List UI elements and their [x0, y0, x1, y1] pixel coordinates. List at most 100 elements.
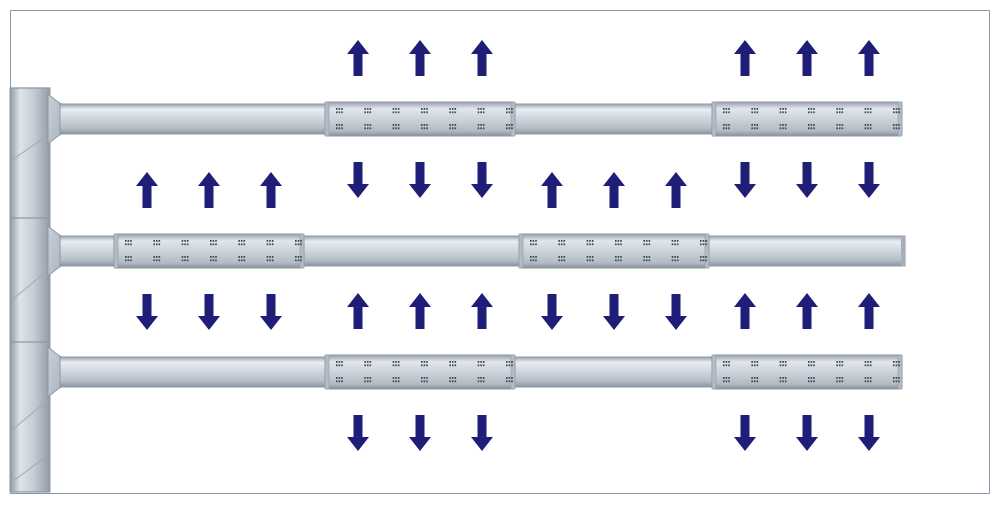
perforation-hole — [779, 127, 782, 130]
perforation-hole — [449, 361, 451, 363]
arrow-up-icon — [858, 293, 880, 329]
perforation-hole — [421, 380, 423, 383]
perforation-hole — [366, 377, 369, 379]
arrow-down-icon — [471, 162, 493, 198]
perforation-hole — [397, 361, 400, 363]
perforation-hole — [782, 377, 784, 379]
perforation-hole — [836, 364, 838, 367]
perforation-hole — [838, 111, 841, 114]
perforation-hole — [756, 361, 759, 363]
perforation-hole — [869, 380, 872, 383]
perforation-hole — [895, 124, 898, 126]
perforation-hole — [243, 243, 246, 246]
perforation-hole — [271, 256, 274, 258]
perforation-hole — [451, 361, 454, 363]
perforation-hole — [723, 108, 725, 110]
perforation-hole — [392, 108, 395, 110]
perforation-hole — [705, 240, 707, 242]
perforation-hole — [589, 256, 591, 258]
perforation-hole — [271, 243, 274, 246]
arrow-up-icon — [260, 172, 282, 208]
perforation-hole — [779, 361, 782, 363]
perforation-hole — [369, 108, 372, 110]
perforation-hole — [397, 124, 400, 126]
perforation-hole — [784, 377, 787, 379]
perforation-hole — [893, 127, 895, 130]
perforation-hole — [127, 243, 130, 246]
perforation-hole — [130, 240, 132, 242]
perforation-hole — [341, 377, 343, 379]
perforation-hole — [511, 127, 513, 130]
perforation-hole — [813, 361, 815, 363]
perforation-hole — [451, 111, 454, 114]
perforation-hole — [895, 361, 898, 363]
perforation-hole — [530, 256, 532, 258]
perforation-hole — [364, 124, 366, 126]
arrow-down-icon — [260, 294, 282, 330]
perforation-hole — [723, 111, 725, 114]
perforation-hole — [617, 259, 620, 262]
perforation-hole — [674, 259, 676, 262]
arrow-down-icon — [136, 294, 158, 330]
perforation-hole — [728, 361, 730, 363]
perforation-hole — [297, 259, 300, 262]
perforation-hole — [266, 259, 269, 262]
perforation-hole — [869, 377, 872, 379]
perforation-hole — [336, 124, 338, 126]
perforation-hole — [454, 364, 457, 367]
perforation-hole — [186, 259, 189, 262]
perforation-hole — [841, 377, 844, 379]
header-seam-line — [11, 399, 49, 431]
perforation-hole — [753, 380, 756, 383]
perforation-hole — [184, 256, 186, 258]
perforation-hole — [808, 124, 810, 126]
perforation-hole — [508, 364, 511, 367]
perforation-hole — [615, 259, 617, 262]
arrow-down-icon — [409, 162, 431, 198]
perforation-hole — [426, 361, 428, 363]
perforation-hole — [392, 364, 395, 367]
perforation-hole — [511, 124, 513, 126]
perforation-hole — [867, 127, 869, 130]
perforation-hole — [181, 243, 184, 246]
perforation-hole — [895, 364, 898, 367]
perforation-hole — [426, 127, 428, 130]
perforation-hole — [392, 377, 395, 379]
horizontal-laterals — [47, 92, 906, 399]
perforated-body — [711, 354, 903, 390]
perforation-hole — [423, 127, 426, 130]
perforation-hole — [127, 240, 130, 242]
perforation-hole — [125, 256, 127, 258]
perforation-hole — [454, 124, 457, 126]
perforation-hole — [480, 361, 482, 363]
header-pipe-body — [9, 87, 51, 493]
perforation-hole — [366, 124, 369, 126]
perforation-hole — [753, 111, 756, 114]
perforation-hole — [506, 111, 508, 114]
perforation-hole — [808, 380, 810, 383]
perforation-hole — [751, 377, 753, 379]
perforation-hole — [563, 256, 566, 258]
perforation-hole — [753, 364, 756, 367]
perforation-hole — [336, 108, 338, 110]
perforation-hole — [676, 240, 679, 242]
perforation-hole — [838, 108, 841, 110]
perforation-hole — [511, 377, 513, 379]
perforation-hole — [508, 127, 511, 130]
perforation-hole — [836, 108, 838, 110]
perforation-hole — [838, 364, 841, 367]
perforation-hole — [784, 380, 787, 383]
perforation-hole — [869, 108, 872, 110]
perforation-hole — [728, 108, 730, 110]
perforation-hole — [336, 380, 338, 383]
perforation-hole — [364, 377, 366, 379]
perforation-hole — [810, 111, 813, 114]
perforation-hole — [784, 361, 787, 363]
perforation-hole — [813, 364, 815, 367]
perforation-hole — [753, 127, 756, 130]
perforation-hole — [506, 108, 508, 110]
perforation-hole — [449, 124, 451, 126]
perforation-hole — [723, 127, 725, 130]
perforation-hole — [338, 361, 341, 363]
pipe-end-cap — [901, 236, 905, 266]
